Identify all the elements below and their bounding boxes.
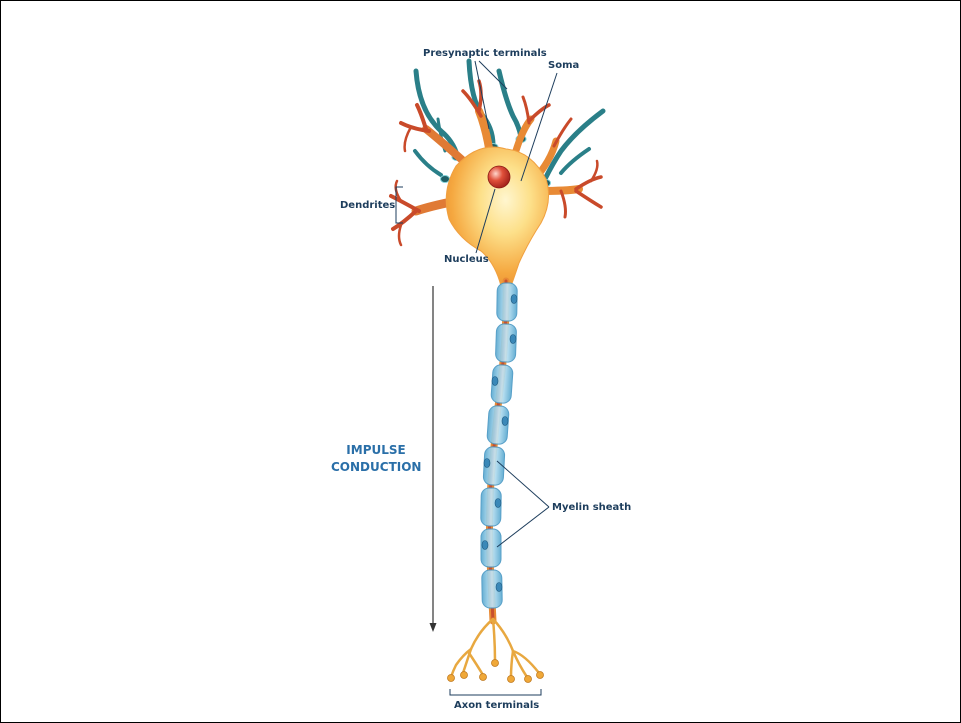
myelin-sheath-segments (481, 283, 518, 608)
label-soma: Soma (548, 60, 579, 71)
label-impulse-conduction: IMPULSE CONDUCTION (331, 442, 421, 476)
label-dendrites: Dendrites (340, 200, 395, 211)
label-nucleus: Nucleus (444, 254, 489, 265)
label-presynaptic-terminals: Presynaptic terminals (423, 48, 547, 59)
label-axon-terminals: Axon terminals (454, 700, 539, 711)
label-impulse-line1: IMPULSE (331, 442, 421, 459)
nucleus-organelle (488, 166, 510, 188)
label-myelin-sheath: Myelin sheath (552, 502, 631, 513)
label-impulse-line2: CONDUCTION (331, 459, 421, 476)
impulse-direction-arrow (430, 286, 437, 632)
axon-terminal-branches (451, 619, 539, 677)
